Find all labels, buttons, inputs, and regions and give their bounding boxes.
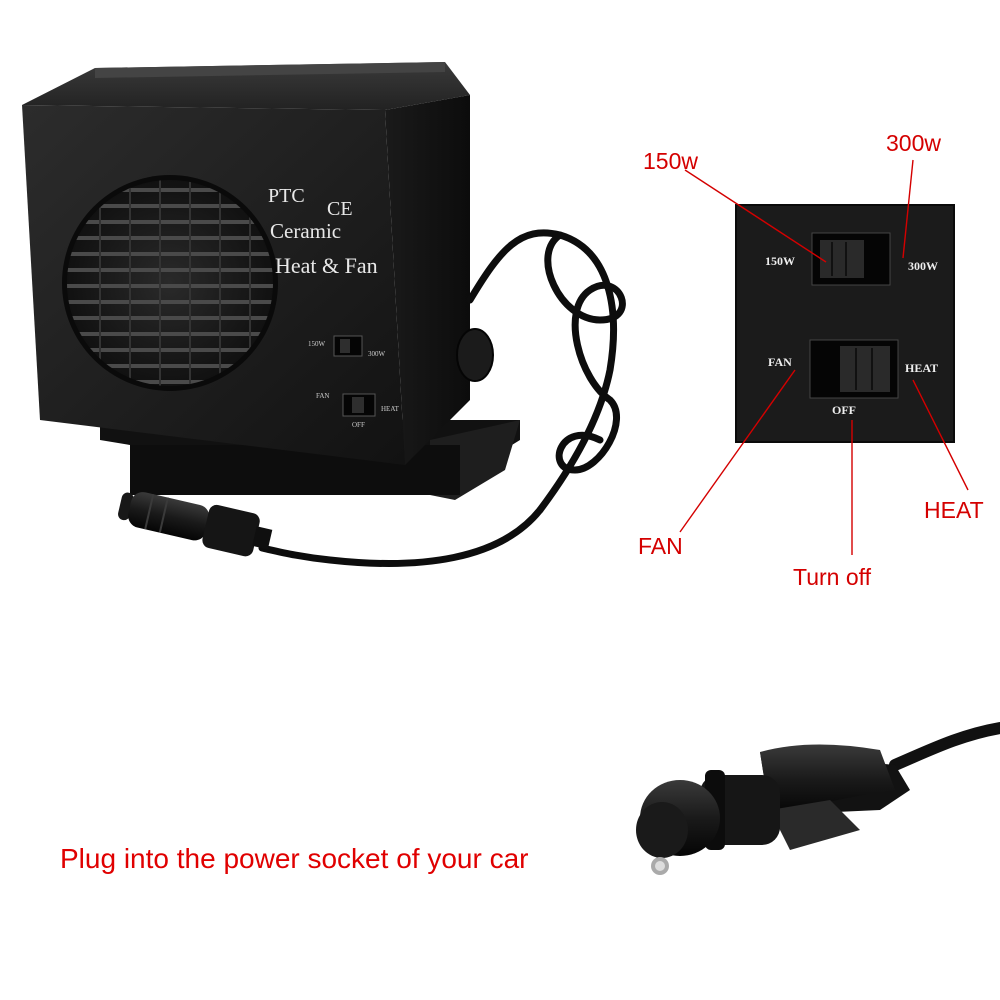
callout-fan: FAN (638, 533, 683, 559)
heater-name-line2: Heat & Fan (275, 253, 378, 278)
plug-caption: Plug into the power socket of your car (60, 843, 529, 874)
heater-switch-off: OFF (352, 421, 365, 429)
callout-heat: HEAT (924, 497, 984, 523)
heater-switch-300: 300W (368, 350, 386, 358)
callout-turn-off: Turn off (793, 564, 871, 590)
closeup-label-heat: HEAT (905, 361, 938, 375)
heater-brand: PTC (268, 185, 305, 207)
closeup-label-off: OFF (832, 403, 856, 417)
heater-switch-150: 150W (308, 340, 326, 348)
callout-300w: 300w (886, 130, 941, 156)
callout-150w: 150w (643, 148, 698, 174)
closeup-label-300: 300W (908, 259, 938, 273)
heater-cert-mark: CE (327, 198, 353, 220)
big-plug-illustration (636, 722, 1000, 875)
closeup-label-fan: FAN (768, 355, 792, 369)
heater-name-line1: Ceramic (270, 219, 341, 243)
heater-switch-fan: FAN (316, 392, 329, 400)
heater-switch-heat: HEAT (381, 405, 400, 413)
closeup-label-150: 150W (765, 254, 795, 268)
